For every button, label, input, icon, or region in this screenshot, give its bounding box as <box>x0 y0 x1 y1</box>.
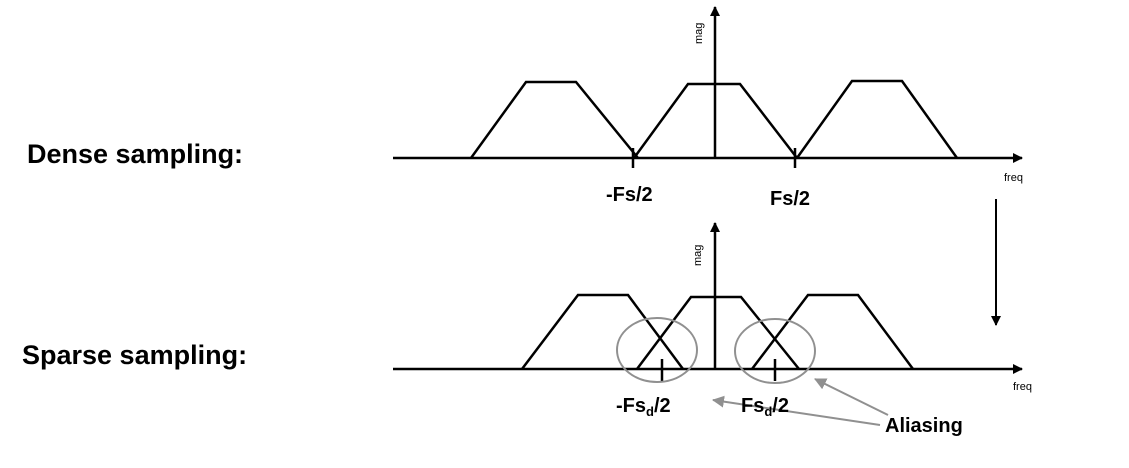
aliasing-label: Aliasing <box>885 415 963 437</box>
top-spectrum <box>393 6 1023 168</box>
neg-tick-tail: /2 <box>653 395 671 417</box>
bottom-replica-left <box>521 293 685 370</box>
neg-tick-main: -Fs <box>616 395 646 417</box>
aliasing-circle-left <box>616 317 698 383</box>
aliasing-circle-right <box>734 318 816 384</box>
aliasing-arrow-right <box>814 378 889 416</box>
top-replica-right <box>795 79 959 159</box>
bottom-replica-right <box>751 293 915 370</box>
top-pos-tick-label: Fs/2 <box>770 188 811 210</box>
bottom-pos-tick-label: Fsd/2 <box>741 395 789 419</box>
pos-tick-tail: /2 <box>772 395 789 417</box>
top-mag-label: mag <box>693 22 705 44</box>
sparse-sampling-label: Sparse sampling: <box>22 340 248 370</box>
neg-tick-subscript: d <box>646 404 654 419</box>
dense-sampling-label: Dense sampling: <box>27 139 244 169</box>
top-neg-tick-label: -Fs/2 <box>606 184 653 206</box>
bottom-spectrum <box>393 222 1023 381</box>
bottom-neg-tick-label: -Fsd/2 <box>616 395 671 419</box>
pos-tick-main: Fs <box>741 395 765 417</box>
bottom-freq-label: freq <box>1013 381 1032 393</box>
bottom-mag-label: mag <box>692 244 704 266</box>
top-freq-label: freq <box>1004 172 1023 184</box>
top-replica-center <box>632 82 798 159</box>
aliasing-arrow-left <box>712 395 881 426</box>
top-replica-left <box>469 80 639 159</box>
pos-tick-subscript: d <box>764 404 773 419</box>
bottom-replica-center <box>636 295 800 370</box>
